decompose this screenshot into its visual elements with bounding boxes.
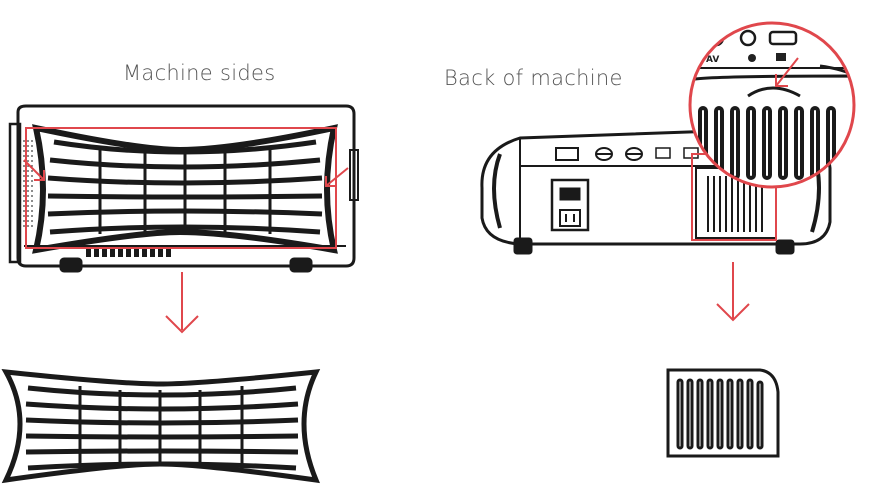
audio-port-label-icon	[748, 54, 756, 62]
removed-side-grille	[6, 372, 316, 480]
right-foot	[290, 258, 312, 272]
arrow-down-icon	[166, 272, 198, 332]
removed-rear-vent-cover	[668, 370, 778, 456]
zoom-detail: AV	[680, 23, 870, 200]
av-port-label: AV	[706, 55, 719, 65]
left-foot	[60, 258, 82, 272]
arrow-down-icon	[717, 262, 749, 320]
side-ports-row	[86, 248, 171, 257]
usb-port-label-icon	[776, 53, 786, 61]
